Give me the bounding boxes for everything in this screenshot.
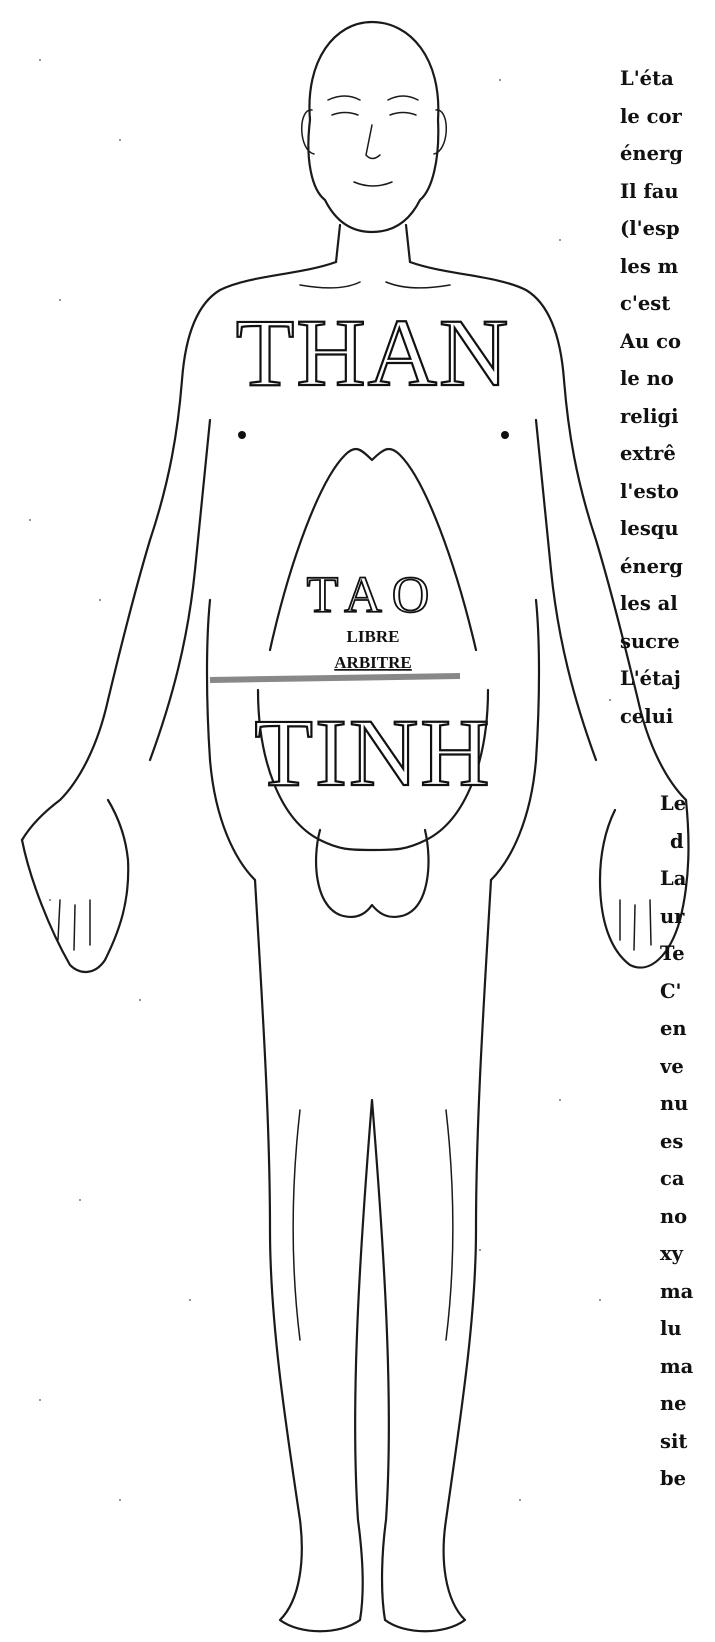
text-line: Le — [660, 785, 715, 823]
text-line: religi — [620, 398, 715, 436]
left-eyebrow — [328, 96, 360, 100]
right-eyebrow — [388, 96, 418, 100]
text-line: celui — [620, 698, 715, 736]
label-than: THAN — [236, 299, 511, 406]
left-nipple — [238, 431, 246, 439]
text-line: (l'esp — [620, 210, 715, 248]
left-calf-line — [293, 1110, 300, 1340]
left-hand — [22, 800, 128, 972]
text-line: no — [660, 1198, 715, 1236]
text-line: les m — [620, 248, 715, 286]
right-calf-line — [446, 1110, 453, 1340]
text-line: L'éta — [620, 60, 715, 98]
text-line: ma — [660, 1348, 715, 1386]
right-eye — [390, 113, 416, 116]
left-inner-arm — [150, 420, 210, 760]
text-line: xy — [660, 1235, 715, 1273]
text-line: extrê — [620, 435, 715, 473]
text-line: c'est — [620, 285, 715, 323]
text-line: en — [660, 1010, 715, 1048]
text-line: C' — [660, 973, 715, 1011]
nose — [366, 125, 380, 159]
right-nipple — [501, 431, 509, 439]
label-libre: LIBRE — [347, 627, 400, 646]
text-line: ur — [660, 898, 715, 936]
belt-line — [210, 676, 460, 680]
mouth — [354, 182, 392, 186]
right-ear — [434, 110, 446, 154]
text-line: be — [660, 1460, 715, 1498]
text-line: ve — [660, 1048, 715, 1086]
text-column-top: L'éta le cor énerg Il fau (l'esp les m c… — [620, 60, 715, 735]
legs — [255, 880, 491, 1631]
text-line: nu — [660, 1085, 715, 1123]
left-eye — [332, 113, 358, 116]
text-line: énerg — [620, 135, 715, 173]
text-line: lesqu — [620, 510, 715, 548]
text-line: énerg — [620, 548, 715, 586]
right-inner-arm — [536, 420, 596, 760]
text-line: Il fau — [620, 173, 715, 211]
text-line: Te — [660, 935, 715, 973]
text-column-bottom: Le d La ur Te C' en ve nu es ca no xy ma… — [660, 785, 715, 1498]
text-line: ca — [660, 1160, 715, 1198]
neck — [336, 225, 410, 262]
text-line: le cor — [620, 98, 715, 136]
text-line: sit — [660, 1423, 715, 1461]
text-line: ma — [660, 1273, 715, 1311]
text-line: Au co — [620, 323, 715, 361]
text-line: sucre — [620, 623, 715, 661]
text-line: L'étaj — [620, 660, 715, 698]
text-line: La — [660, 860, 715, 898]
genitals — [316, 830, 428, 917]
text-line: ne — [660, 1385, 715, 1423]
head-outline — [308, 22, 438, 232]
left-fingers — [58, 900, 90, 950]
label-arbitre: ARBITRE — [334, 653, 411, 672]
label-tinh: TINH — [254, 699, 491, 806]
text-line: le no — [620, 360, 715, 398]
text-line: es — [660, 1123, 715, 1161]
text-line: l'esto — [620, 473, 715, 511]
collarbones — [300, 282, 450, 288]
text-line: les al — [620, 585, 715, 623]
right-fingers — [620, 900, 651, 950]
text-line: lu — [660, 1310, 715, 1348]
text-line: d — [670, 823, 715, 861]
label-tao: TAO — [307, 567, 440, 624]
